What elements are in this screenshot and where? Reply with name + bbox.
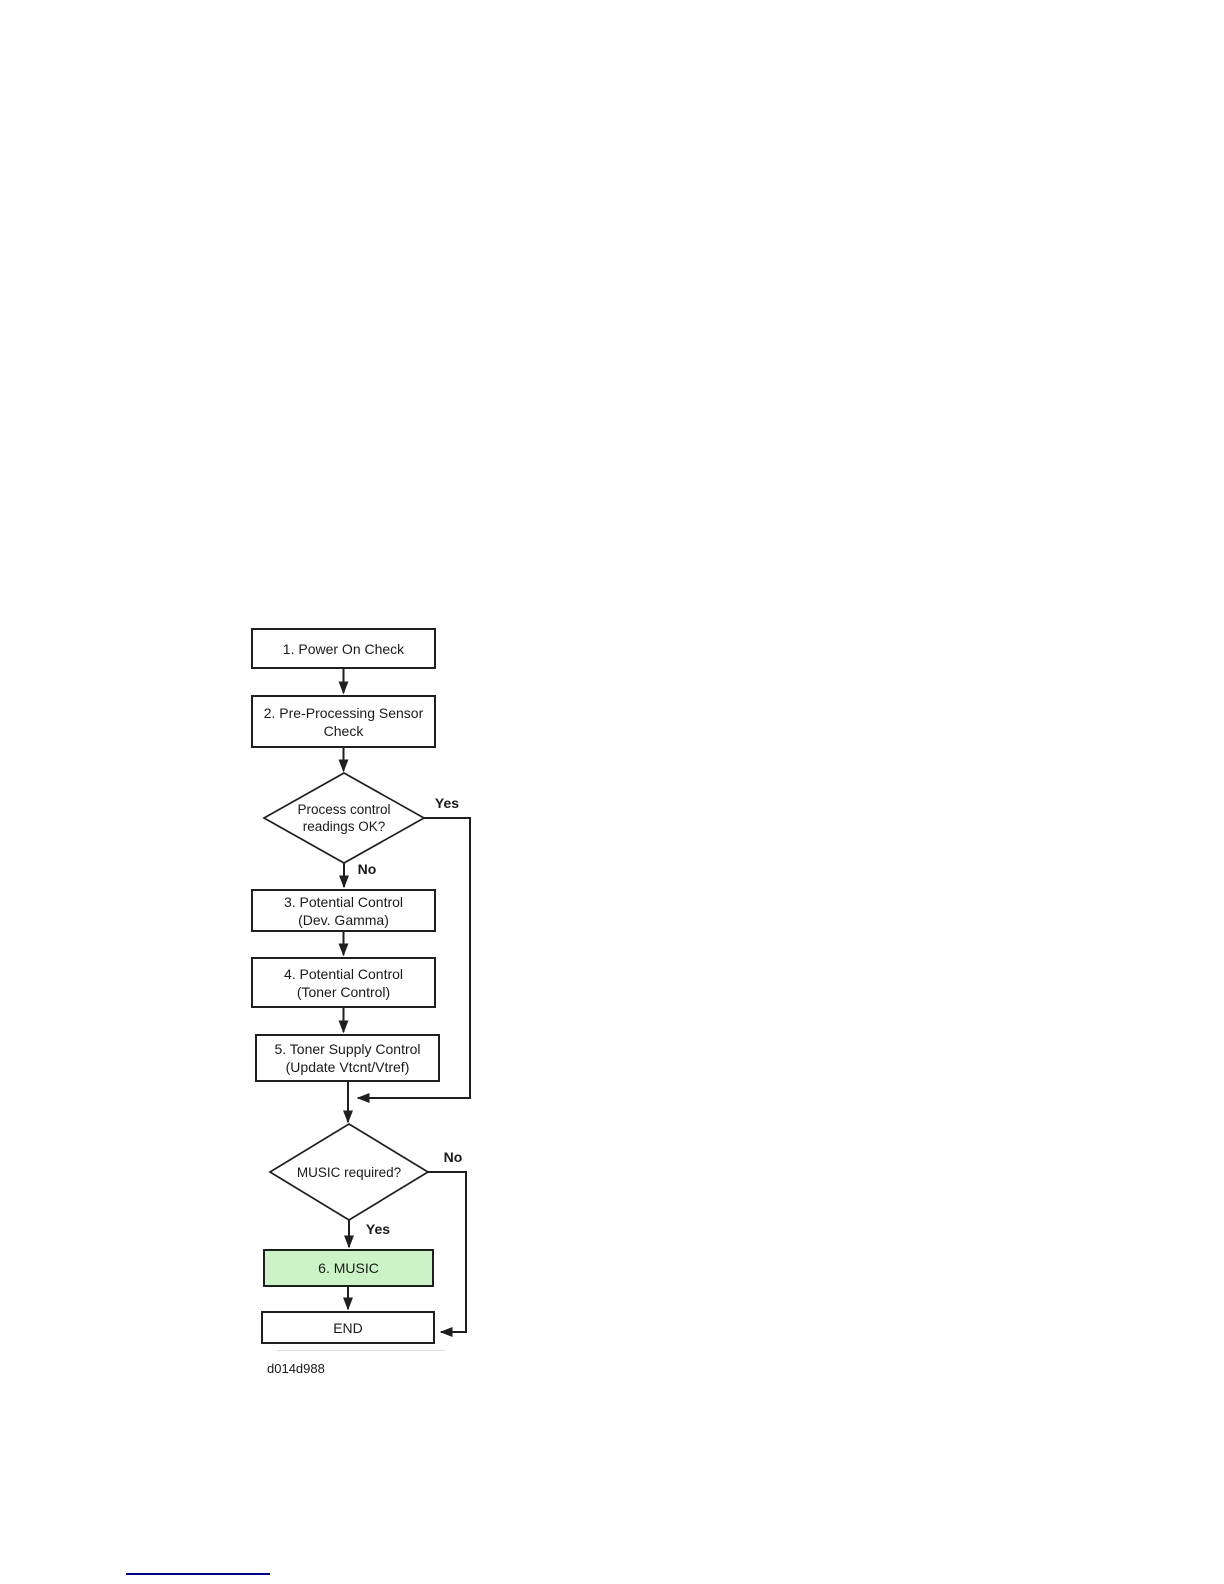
- decision-label-line1: Process control: [297, 802, 391, 817]
- edge-diamond2-no-bypass: [428, 1171, 467, 1337]
- box-label-line2: (Toner Control): [296, 983, 391, 1000]
- edge-diamond1-yes-bypass: [356, 817, 471, 1103]
- flowchart-box-potential-control-toner: 4. Potential Control (Toner Control): [251, 957, 436, 1008]
- box-label-line2: (Update Vtcnt/Vtref): [285, 1059, 410, 1075]
- decision-label-process-control: Process control readings OK?: [264, 776, 424, 860]
- box-label-line1: 5. Toner Supply Control: [274, 1041, 421, 1057]
- flowchart-box-power-on-check: 1. Power On Check: [251, 628, 436, 669]
- box-label-line2: (Dev. Gamma): [298, 911, 389, 928]
- edge-label-yes-bottom: Yes: [365, 1221, 391, 1237]
- flowchart-box-toner-supply-control: 5. Toner Supply Control (Update Vtcnt/Vt…: [255, 1034, 440, 1082]
- box-label-line1: 2. Pre-Processing Sensor: [263, 704, 424, 721]
- box-label: END: [333, 1319, 363, 1336]
- figure-caption: d014d988: [267, 1361, 325, 1376]
- edge-label-yes-top: Yes: [434, 795, 460, 811]
- flowchart-box-potential-control-dev-gamma: 3. Potential Control (Dev. Gamma): [251, 889, 436, 932]
- box-label-line1: 3. Potential Control: [283, 893, 404, 910]
- decision-label-line2: readings OK?: [302, 819, 386, 834]
- box-label-line1: 4. Potential Control: [283, 965, 404, 982]
- box-label-line2: Check: [323, 722, 364, 739]
- edge-label-no-top: No: [357, 861, 377, 877]
- edge-label-no-bottom: No: [443, 1149, 463, 1165]
- footer-rule: [126, 1573, 270, 1575]
- flowchart-box-music: 6. MUSIC: [263, 1249, 434, 1287]
- flowchart-box-pre-processing-sensor-check: 2. Pre-Processing Sensor Check: [251, 695, 436, 748]
- flowchart-box-end: END: [261, 1311, 435, 1344]
- scan-artifact-line: [277, 1350, 445, 1351]
- box-label: 1. Power On Check: [282, 640, 405, 657]
- decision-label-music-required: MUSIC required?: [274, 1130, 424, 1214]
- decision-label-line1: MUSIC required?: [296, 1164, 402, 1180]
- box-label: 6. MUSIC: [318, 1260, 379, 1276]
